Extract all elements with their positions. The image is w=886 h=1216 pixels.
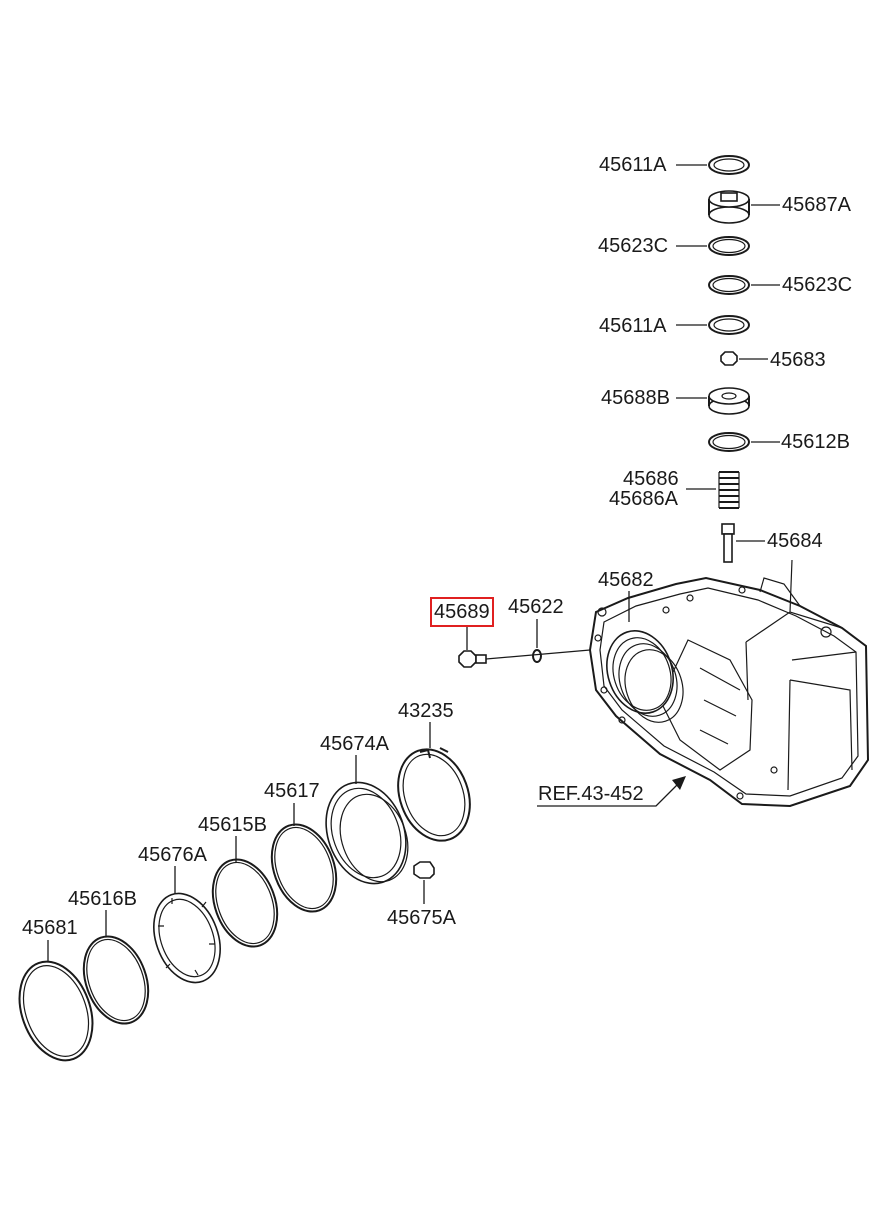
ring-45612b[interactable] <box>708 432 780 452</box>
part-label-45687a[interactable]: 45687A <box>782 194 851 216</box>
part-label-45683[interactable]: 45683 <box>770 349 826 371</box>
drum-45674a[interactable] <box>313 755 420 895</box>
snap-ring-45611a-middle[interactable] <box>676 315 750 335</box>
seal-ring-45623c-upper[interactable] <box>676 236 750 256</box>
bolt-45689[interactable] <box>458 626 591 668</box>
part-label-45611a-middle[interactable]: 45611A <box>599 315 667 337</box>
piston-45687a[interactable] <box>708 190 780 224</box>
part-label-45615b[interactable]: 45615B <box>198 814 267 836</box>
part-label-45689-highlighted[interactable]: 45689 <box>430 597 494 627</box>
part-label-45611a-top[interactable]: 45611A <box>599 154 667 176</box>
transmission-case-ref-43-452[interactable] <box>537 559 870 808</box>
part-label-45681[interactable]: 45681 <box>22 917 78 939</box>
part-label-45686a[interactable]: 45686A <box>609 488 678 510</box>
o-ring-45622[interactable] <box>532 619 542 663</box>
spring-45686[interactable] <box>686 471 740 509</box>
part-label-45682[interactable]: 45682 <box>598 569 654 591</box>
part-label-45623c-right[interactable]: 45623C <box>782 274 853 296</box>
nut-45683[interactable] <box>720 351 768 366</box>
retainer-45688b[interactable] <box>676 387 750 415</box>
part-label-45612b[interactable]: 45612B <box>781 431 850 453</box>
reference-label-43-452[interactable]: REF.43-452 <box>538 783 644 805</box>
ring-45616b[interactable] <box>72 910 159 1033</box>
pin-45675a[interactable] <box>413 861 435 904</box>
part-label-43235[interactable]: 43235 <box>398 700 454 722</box>
plate-45676a[interactable] <box>142 866 232 992</box>
ring-45615b[interactable] <box>201 836 288 956</box>
part-label-45684[interactable]: 45684 <box>767 530 823 552</box>
part-label-45674a[interactable]: 45674A <box>320 733 389 755</box>
snap-ring-43235[interactable] <box>386 722 482 851</box>
part-label-45616b[interactable]: 45616B <box>68 888 137 910</box>
part-label-45676a[interactable]: 45676A <box>138 844 207 866</box>
part-label-45623c-left[interactable]: 45623C <box>598 235 669 257</box>
part-label-45688b[interactable]: 45688B <box>601 387 670 409</box>
part-label-45622[interactable]: 45622 <box>508 596 564 618</box>
pin-45684[interactable] <box>721 523 765 563</box>
ring-45681[interactable] <box>7 940 106 1071</box>
snap-ring-45611a-top[interactable] <box>676 155 750 175</box>
seal-ring-45623c-lower[interactable] <box>708 275 780 295</box>
part-label-45686[interactable]: 45686 <box>623 468 679 490</box>
part-label-45675a[interactable]: 45675A <box>387 907 456 929</box>
ring-45617[interactable] <box>260 803 347 921</box>
part-label-45617[interactable]: 45617 <box>264 780 320 802</box>
